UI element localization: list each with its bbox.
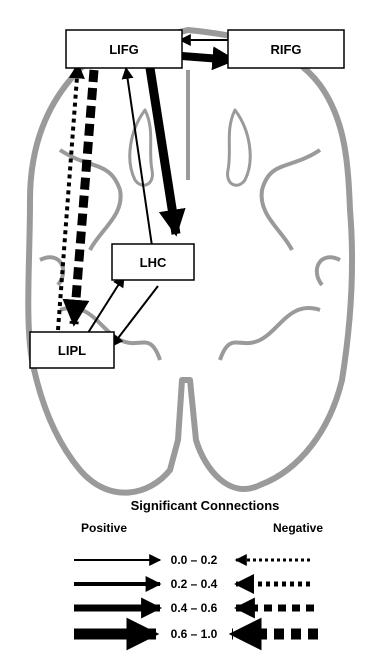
node-lhc-label: LHC — [140, 255, 167, 270]
legend-range-label: 0.0 – 0.2 — [171, 553, 218, 567]
legend-row: 0.6 – 1.0 — [74, 627, 318, 641]
node-lifg-label: LIFG — [109, 42, 139, 57]
node-lifg: LIFG — [66, 30, 182, 68]
connection-lifg-to-rifg — [182, 56, 234, 60]
legend-range-label: 0.6 – 1.0 — [171, 627, 218, 641]
connection-lhc-to-lipl — [112, 286, 158, 346]
node-lhc: LHC — [112, 244, 194, 280]
legend: Significant Connections Positive Negativ… — [74, 498, 323, 641]
legend-range-label: 0.4 – 0.6 — [171, 601, 218, 615]
connection-lifg-to-lipl — [74, 70, 94, 324]
connections — [58, 40, 234, 346]
legend-negative-label: Negative — [273, 521, 323, 535]
legend-row: 0.4 – 0.6 — [74, 601, 314, 615]
node-rifg: RIFG — [228, 30, 344, 68]
connection-lifg-to-lhc — [150, 68, 176, 234]
legend-row: 0.0 – 0.2 — [74, 553, 310, 567]
node-lipl-label: LIPL — [58, 343, 86, 358]
legend-positive-label: Positive — [81, 521, 127, 535]
node-rifg-label: RIFG — [270, 42, 301, 57]
node-lipl: LIPL — [30, 332, 114, 368]
legend-range-label: 0.2 – 0.4 — [171, 577, 218, 591]
legend-row: 0.2 – 0.4 — [74, 577, 310, 591]
legend-title: Significant Connections — [131, 498, 280, 513]
